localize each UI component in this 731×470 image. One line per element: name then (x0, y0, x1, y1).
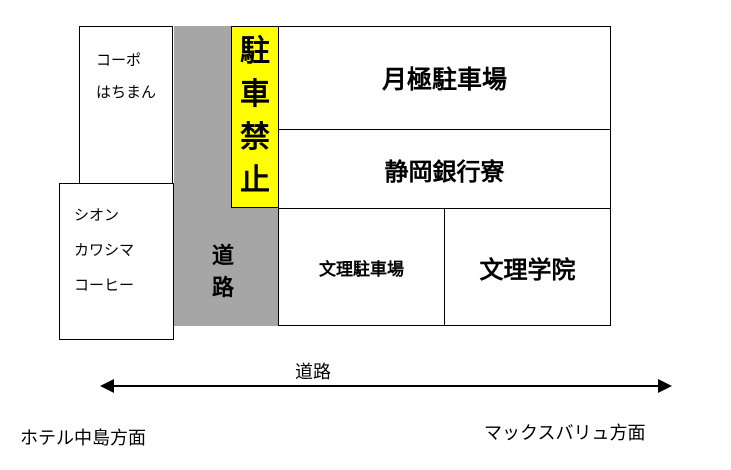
shizuoka-bank-dormitory: 静岡銀行寮 (278, 129, 611, 209)
coop-hachiman-line-1: コーポ (96, 51, 142, 69)
coffee-line-1: シオン (74, 206, 120, 224)
no-parking-label: 駐 車 禁 止 (232, 30, 278, 202)
coop-hachiman-building: コーポ はちまん (79, 26, 173, 184)
bunri-gakuin-school: 文理学院 (444, 208, 611, 326)
bunri-gakuin-label: 文理学院 (479, 255, 576, 284)
side-road-label: 道 路 (212, 241, 234, 305)
no-parking-char-3: 禁 (240, 120, 270, 155)
no-parking-sign: 駐 車 禁 止 (231, 26, 279, 208)
bunri-parking-lot: 文理駐車場 (278, 208, 445, 326)
side-road-char-1: 道 (212, 244, 235, 269)
monthly-parking-label: 月極駐車場 (381, 65, 507, 94)
no-parking-char-1: 駐 (240, 34, 270, 69)
no-parking-char-2: 車 (240, 77, 270, 112)
coffee-line-2: カワシマ (74, 241, 135, 259)
bunri-parking-label: 文理駐車場 (319, 259, 404, 280)
maxvalu-direction: マックスバリュ方面 (484, 423, 646, 444)
coop-hachiman-label: コーポ はちまん (96, 44, 156, 108)
bank-dorm-label: 静岡銀行寮 (384, 157, 505, 186)
no-parking-char-4: 止 (240, 163, 270, 198)
main-road-label: 道路 (295, 362, 331, 383)
coffee-label: シオン カワシマ コーヒー (74, 198, 134, 303)
monthly-parking-lot: 月極駐車場 (278, 26, 611, 130)
main-road-arrow (100, 379, 672, 393)
side-road-char-2: 路 (212, 276, 235, 301)
coffee-line-3: コーヒー (74, 276, 135, 294)
coop-hachiman-line-2: はちまん (96, 83, 157, 101)
hotel-nakajima-direction: ホテル中島方面 (20, 428, 146, 449)
sion-kawashima-coffee-building: シオン カワシマ コーヒー (59, 183, 174, 340)
